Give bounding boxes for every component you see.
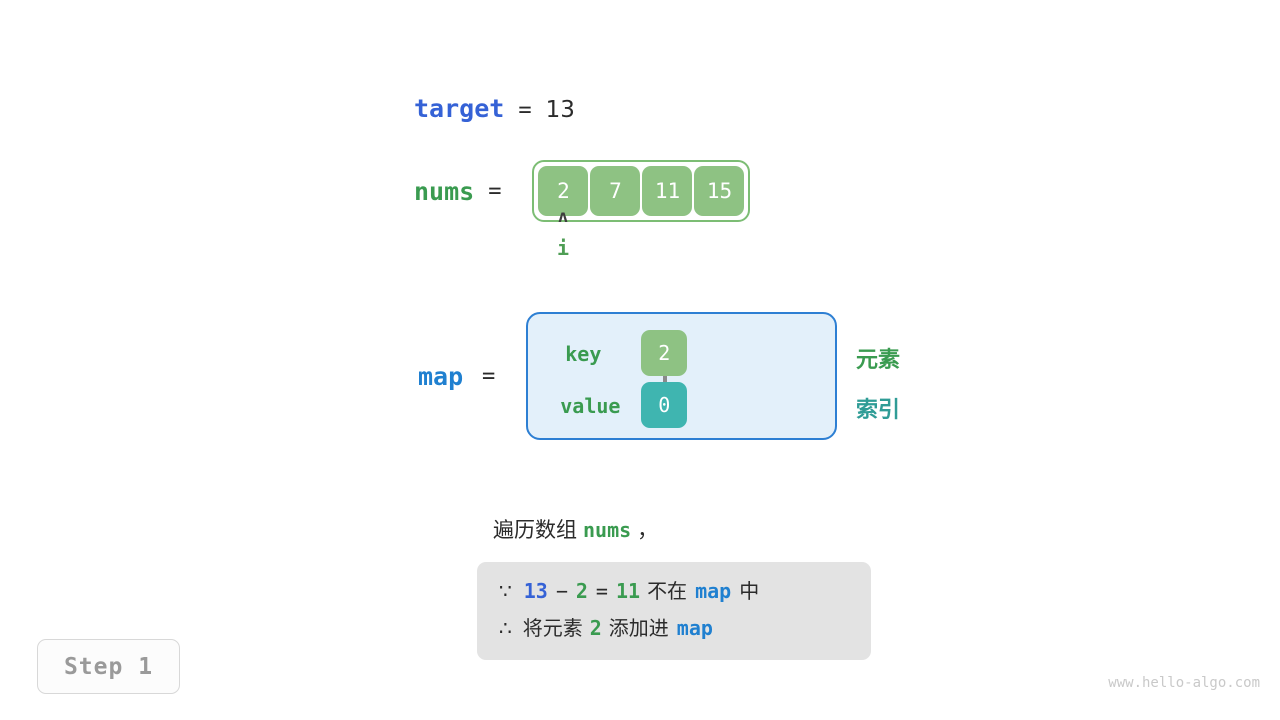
- map-variable-label: map: [418, 361, 464, 391]
- map-value-cell: 0: [641, 382, 688, 428]
- reason-in-text: 中: [739, 579, 760, 603]
- watermark: www.hello-algo.com: [1108, 675, 1260, 691]
- nums-array: 2 7 11 15: [532, 160, 751, 222]
- description-prefix: 遍历数组: [493, 518, 577, 542]
- therefore-symbol: ∴: [499, 616, 512, 640]
- map-container: key value 2 0: [526, 312, 838, 440]
- element-side-label: 元素: [856, 348, 901, 373]
- target-variable-label: target: [414, 94, 505, 123]
- index-side-label: 索引: [856, 398, 901, 423]
- nums-variable-label: nums: [414, 176, 475, 206]
- array-cell: 15: [694, 166, 745, 216]
- map-key-cell: 2: [641, 330, 688, 376]
- step-badge: Step 1: [37, 639, 180, 694]
- map-key-label: key: [565, 342, 602, 366]
- nums-equals-sign: =: [488, 178, 502, 204]
- description-keyword: nums: [583, 518, 632, 542]
- because-symbol: ∵: [499, 579, 512, 603]
- target-equals-sign: =: [518, 98, 532, 123]
- nums-declaration: nums = 2 7 11 15: [414, 160, 751, 222]
- index-pointer: ʌ i: [548, 208, 578, 262]
- pointer-caret-icon: ʌ: [557, 207, 569, 227]
- reason-result-value: 11: [615, 579, 641, 603]
- equals-operator: =: [595, 579, 608, 603]
- reason-added-element: 2: [589, 616, 602, 640]
- reason-not-in-text: 不在: [647, 579, 688, 603]
- reason-current-value: 2: [575, 579, 588, 603]
- array-cell: 2: [538, 166, 589, 216]
- reason-add-text: 将元素: [522, 616, 583, 640]
- minus-operator: −: [555, 579, 568, 603]
- array-cell: 7: [590, 166, 641, 216]
- target-value: 13: [545, 97, 575, 123]
- reason-map-name-2: map: [676, 616, 713, 640]
- description-suffix: ，: [637, 518, 659, 542]
- array-cell: 11: [642, 166, 693, 216]
- map-value-label: value: [560, 394, 621, 418]
- reason-target-value: 13: [523, 579, 548, 603]
- target-declaration: target = 13: [414, 94, 575, 123]
- reason-map-name: map: [695, 579, 732, 603]
- map-declaration: map = key value 2 0: [418, 312, 838, 440]
- reason-into-text: 添加进: [608, 616, 669, 640]
- map-equals-sign: =: [482, 363, 496, 389]
- pointer-label: i: [556, 236, 570, 260]
